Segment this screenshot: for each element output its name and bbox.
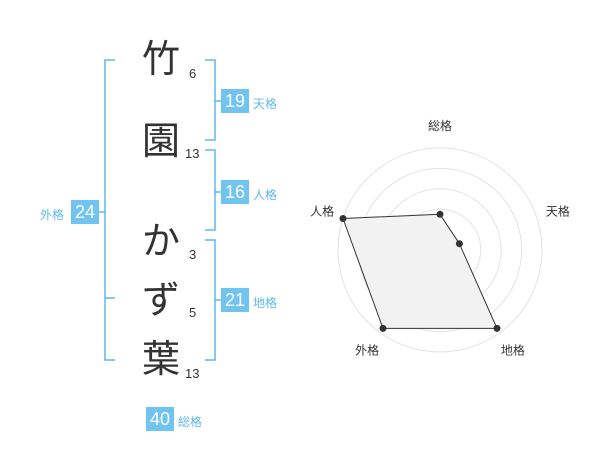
radar-axis-label-1: 総格 (428, 118, 452, 133)
gaikaku-badge: 24 (71, 200, 99, 224)
radar-point-4 (379, 324, 387, 332)
jinkaku-badge: 16 (221, 180, 249, 204)
stroke-count-4: 5 (189, 305, 197, 320)
radar-polygon (342, 213, 498, 329)
radar-point-3 (493, 324, 501, 332)
name-char-5: 葉 (141, 337, 180, 381)
tenkaku-badge: 19 (221, 89, 249, 113)
radar-axis-label-4: 外格 (355, 342, 379, 357)
soukaku-badge: 40 (146, 407, 174, 431)
radar-axis-label-2: 天格 (546, 204, 570, 219)
stroke-count-2: 13 (185, 146, 200, 161)
soukaku-label: 総格 (178, 415, 203, 429)
gaikaku-label: 外格 (40, 208, 65, 222)
name-char-2: 園 (141, 119, 180, 163)
radar-points (339, 210, 501, 332)
name-char-4: ず (141, 278, 180, 322)
stroke-count-5: 13 (185, 366, 200, 381)
chikaku-label: 地格 (253, 296, 278, 310)
stroke-count-3: 3 (189, 247, 197, 262)
name-char-1: 竹 (141, 37, 180, 81)
stroke-count-1: 6 (189, 66, 197, 81)
radar-point-1 (436, 210, 444, 218)
tenkaku-label: 天格 (253, 97, 278, 111)
jinkaku-label: 人格 (253, 188, 278, 202)
radar-axis-label-5: 人格 (310, 204, 334, 219)
radar-ring-5 (337, 147, 543, 353)
chikaku-badge: 21 (221, 288, 249, 312)
radar-axis-label-3: 地格 (501, 342, 525, 357)
name-char-3: か (141, 219, 180, 263)
radar-point-2 (455, 240, 463, 248)
radar-point-5 (339, 215, 347, 222)
